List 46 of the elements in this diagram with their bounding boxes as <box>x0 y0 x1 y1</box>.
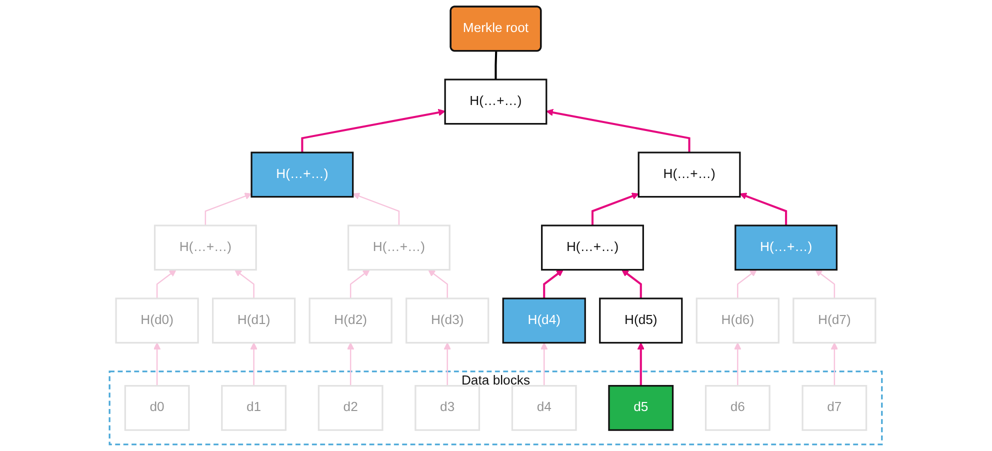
arrow <box>543 269 564 298</box>
arrow <box>546 108 691 153</box>
arrow <box>740 192 788 226</box>
arrow <box>622 269 642 298</box>
node-box: H(…+…) <box>734 224 838 271</box>
node-box: H(…+…) <box>348 224 451 271</box>
node-box: d3 <box>414 384 480 431</box>
node-box: H(…+…) <box>541 224 644 271</box>
node-box: H(…+…) <box>250 152 354 198</box>
node-box: H(d1) <box>212 298 296 344</box>
node-box: H(d5) <box>599 298 683 344</box>
node-box: H(d0) <box>115 298 200 344</box>
node-box: H(…+…) <box>154 224 258 271</box>
node-box: H(…+…) <box>638 152 742 198</box>
node-box: d0 <box>124 384 190 431</box>
node-box: H(d7) <box>792 298 877 344</box>
node-box: d1 <box>221 384 287 431</box>
node-box: d5 <box>608 384 674 431</box>
arrow <box>205 192 252 226</box>
arrow <box>831 342 838 386</box>
arrow <box>540 342 548 386</box>
arrow <box>154 342 161 386</box>
arrow <box>737 269 758 298</box>
node-box: d7 <box>802 384 868 431</box>
node-box: d4 <box>512 384 578 431</box>
arrow <box>156 269 177 298</box>
arrow <box>592 192 640 226</box>
arrow <box>428 269 448 298</box>
node-box: H(d3) <box>406 298 490 344</box>
arrow <box>301 108 446 153</box>
node-box: H(d2) <box>309 298 393 344</box>
node-box: H(d4) <box>502 298 586 344</box>
arrow <box>352 192 400 226</box>
connector <box>494 51 498 80</box>
node-box: H(…+…) <box>444 78 548 125</box>
arrow <box>444 342 452 386</box>
arrow <box>638 342 645 386</box>
arrow <box>815 269 836 298</box>
arrow <box>347 342 354 386</box>
arrow <box>250 342 258 386</box>
node-box: H(d6) <box>696 298 780 344</box>
node-box: d2 <box>318 384 384 431</box>
arrow <box>234 269 255 298</box>
node-box: d6 <box>705 384 771 431</box>
arrow <box>350 269 370 298</box>
arrow <box>734 342 742 386</box>
